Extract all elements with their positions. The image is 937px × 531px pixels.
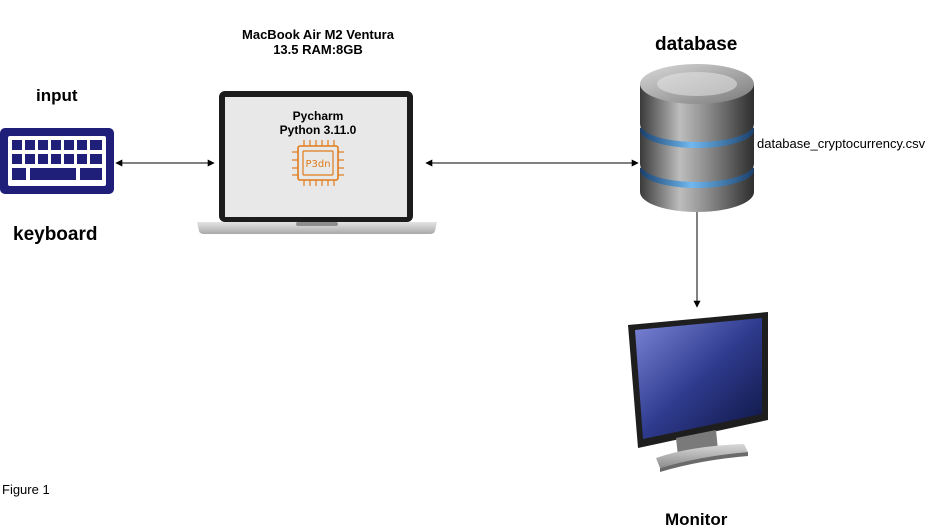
keyboard-icon [0, 128, 114, 194]
chip-icon: P3dn [292, 140, 344, 186]
database-icon [640, 64, 754, 212]
input-label: input [36, 86, 78, 105]
chip-label: P3dn [305, 159, 330, 170]
laptop-spec-line1: MacBook Air M2 Ventura [242, 27, 394, 42]
monitor-label: Monitor [665, 510, 728, 529]
laptop-spec-line2: 13.5 RAM:8GB [273, 41, 363, 57]
pycharm-label: Pycharm [292, 109, 344, 123]
keyboard-label: keyboard [13, 224, 98, 245]
laptop-screen-text: Pycharm Python 3.11.0 [232, 109, 404, 138]
database-label: database [655, 34, 738, 55]
python-version-label: Python 3.11.0 [279, 122, 357, 137]
laptop-icon [197, 91, 437, 234]
laptop-spec: MacBook Air M2 Ventura 13.5 RAM:8GB [230, 27, 406, 58]
database-file-label: database_cryptocurrency.csv [757, 136, 926, 151]
monitor-icon [628, 312, 768, 472]
figure-caption: Figure 1 [2, 482, 50, 497]
